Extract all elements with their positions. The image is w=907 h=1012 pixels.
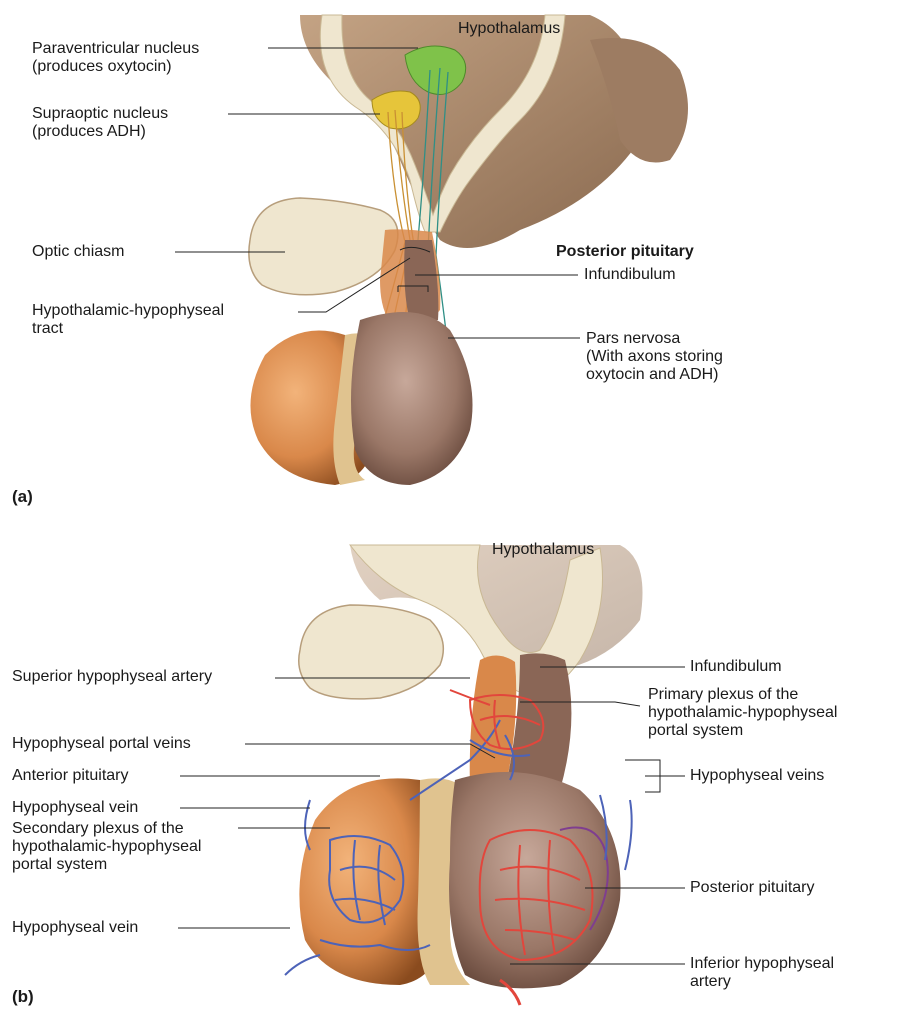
optic-chiasm-b: [299, 605, 444, 699]
label-hypophyseal-portal-veins: Hypophyseal portal veins: [12, 735, 191, 753]
label-anterior-pituitary: Anterior pituitary: [12, 767, 129, 785]
label-optic-chiasm: Optic chiasm: [32, 243, 124, 261]
label-hypophyseal-veins: Hypophyseal veins: [690, 767, 824, 785]
label-posterior-pituitary-b: Posterior pituitary: [690, 879, 815, 897]
posterior-lobe-b: [449, 772, 621, 988]
label-hypothalamic-hypophyseal-tract: Hypothalamic-hypophyseal tract: [32, 302, 224, 338]
label-pars-nervosa: Pars nervosa (With axons storing oxytoci…: [586, 330, 723, 384]
label-infundibulum-b: Infundibulum: [690, 658, 782, 676]
label-paraventricular-nucleus: Paraventricular nucleus (produces oxytoc…: [32, 40, 199, 76]
label-inferior-hypophyseal-artery: Inferior hypophyseal artery: [690, 955, 834, 991]
label-superior-hypophyseal-artery: Superior hypophyseal artery: [12, 668, 212, 686]
label-hypophyseal-vein-lower: Hypophyseal vein: [12, 919, 138, 937]
label-hypothalamus-a: Hypothalamus: [458, 20, 560, 38]
label-hypothalamus-b: Hypothalamus: [492, 541, 594, 559]
panel-b-illustration: [285, 545, 643, 1005]
label-infundibulum-a: Infundibulum: [584, 266, 676, 284]
infundibulum-core-a: [404, 240, 438, 322]
label-supraoptic-nucleus: Supraoptic nucleus (produces ADH): [32, 105, 168, 141]
label-primary-plexus: Primary plexus of the hypothalamic-hypop…: [648, 686, 837, 740]
label-posterior-pituitary-a: Posterior pituitary: [556, 243, 694, 261]
panel-a-tag: (a): [12, 488, 33, 506]
label-secondary-plexus: Secondary plexus of the hypothalamic-hyp…: [12, 820, 201, 874]
panel-b-tag: (b): [12, 988, 34, 1006]
label-hypophyseal-vein-upper: Hypophyseal vein: [12, 799, 138, 817]
